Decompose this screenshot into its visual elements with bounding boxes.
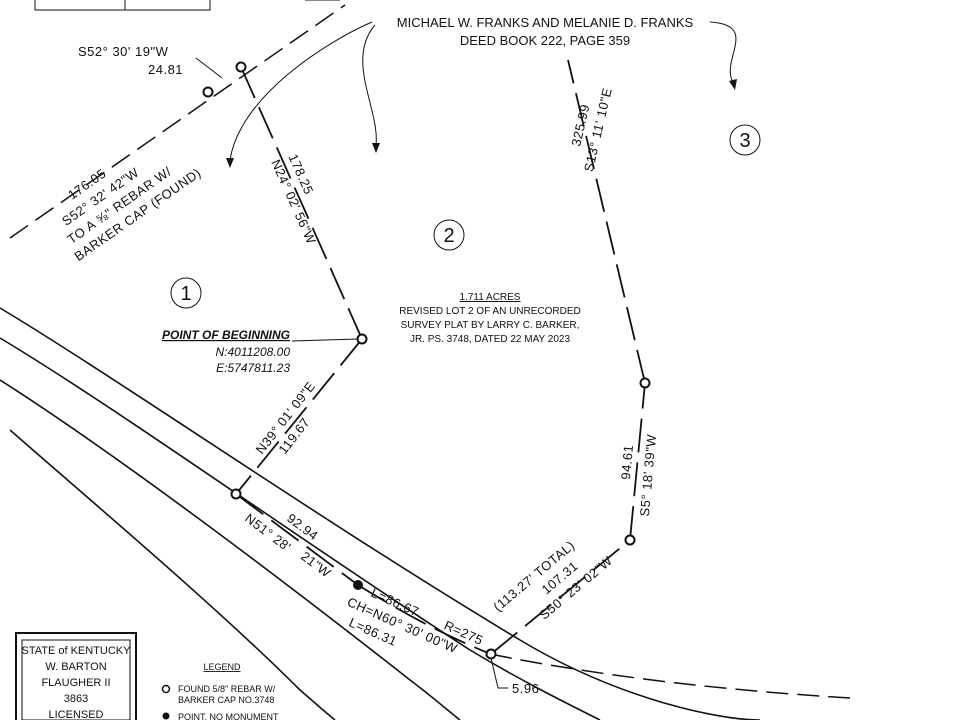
boundary-southeast [629,382,646,541]
pob-marker [356,333,368,345]
title-block-fragment [34,0,211,11]
svg-text:1: 1 [180,283,191,305]
highway-lines [0,307,851,720]
small-distance: 5.96 [512,681,539,696]
tie-leader [195,57,223,79]
boundary-curve [357,584,492,655]
area-note-line2: SURVEY PLAT BY LARRY C. BARKER, [401,320,580,331]
boundary-south [235,493,359,586]
legend-item1-line1: FOUND 5/8" REBAR W/ [178,684,276,694]
boundary-east [567,59,646,384]
owner-arrows [226,21,737,168]
rebar-marker [639,377,651,389]
lot-number-3: 3 [729,124,761,156]
lot-number-2: 2 [433,219,465,251]
east-calls: 325.99 S13° 11' 10"E [568,86,615,173]
tie-bearing: S52° 30' 19"W [78,44,169,59]
legend-item2: POINT, NO MONUMENT [178,712,279,720]
boundary-southwest [235,338,363,495]
seal-status: LICENSED [48,709,103,720]
lot-number-1: 1 [170,277,202,309]
arrow-head-icon [226,158,234,168]
rebar-marker [485,648,497,660]
rebar-marker [235,61,247,73]
rebar-marker [230,488,242,500]
curve-calls: L=86.67 R=275 CH=N60° 30' 00"W L=86.31 [345,585,486,656]
point-no-monument [353,580,363,590]
rebar-legend-icon [161,684,171,694]
rebar-marker [202,86,214,98]
area-note-line3: JR. PS. 3748, DATED 22 MAY 2023 [410,334,571,345]
arrow-head-icon [372,143,380,153]
monuments [202,61,651,660]
southeast-calls: 94.61 S5° 18' 39"W [618,433,659,517]
legend-item1-line2: BARKER CAP NO.3748 [178,695,274,705]
area-note-line1: REVISED LOT 2 OF AN UNRECORDED [399,306,581,317]
owner-line2: DEED BOOK 222, PAGE 359 [460,33,630,48]
seal-state: STATE of KENTUCKY [21,645,131,657]
surveyor-seal: STATE of KENTUCKY W. BARTON FLAUGHER II … [15,632,137,720]
legend: LEGEND FOUND 5/8" REBAR W/ BARKER CAP NO… [161,662,279,720]
pob-easting: E:5747811.23 [216,361,290,375]
svg-text:3: 3 [739,130,750,152]
northwest-line [9,4,346,239]
point-legend-icon [162,712,170,720]
west-calls: N24° 02' 56"W 178.25 [268,152,319,247]
owner-line1: MICHAEL W. FRANKS AND MELANIE D. FRANKS [397,15,694,30]
pob-leader [291,338,359,342]
boundary-west [240,66,363,340]
seal-name1: W. BARTON [45,661,106,673]
seal-name2: FLAUGHER II [41,677,110,689]
acreage: 1.711 ACRES [460,292,521,303]
southeast-distance: 94.61 [618,444,636,480]
svg-text:2: 2 [443,225,454,247]
southeast-bearing: S5° 18' 39"W [637,433,659,517]
seal-number: 3863 [64,693,88,705]
pob-title: POINT OF BEGINNING [162,328,290,342]
tie-distance: 24.81 [148,62,183,77]
legend-title: LEGEND [203,662,241,672]
arrow-head-icon [729,79,737,90]
pob-northing: N:4011208.00 [215,345,290,359]
small-distance-leader [490,657,508,689]
rebar-marker [624,534,636,546]
boundary-s50 [490,539,631,655]
s50-calls: (113.27' TOTAL) 107.31 S50° 23' 02"W [490,538,615,623]
northwest-calls: 176.05 S52° 32' 42"W TO A ⅝" REBAR W/ BA… [59,164,204,264]
boundary [235,59,646,655]
